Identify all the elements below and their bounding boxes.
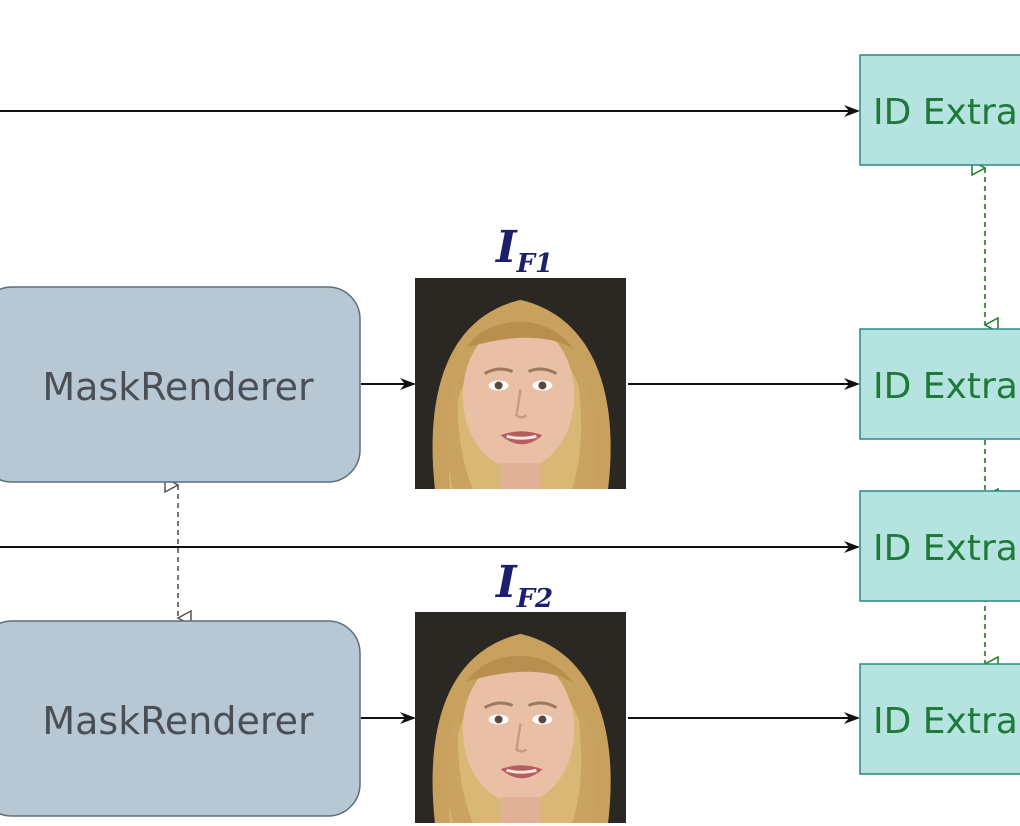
id-extractor-2: ID Extra — [859, 328, 1020, 440]
face-2-symbol: I — [494, 557, 518, 608]
id-extractor-1-label: ID Extra — [873, 92, 1018, 133]
face-1-image — [414, 278, 627, 489]
face-1-subscript: F1 — [516, 249, 554, 279]
id-extractor-2-label: ID Extra — [873, 366, 1018, 407]
id-extractor-3-label: ID Extra — [873, 528, 1018, 569]
face-1: IF1 — [414, 222, 627, 489]
face-2-subscript: F2 — [516, 584, 554, 614]
face-1-symbol: I — [494, 222, 518, 273]
mask-renderer-1-label: MaskRenderer — [42, 365, 314, 409]
id-extractor-3: ID Extra — [859, 490, 1020, 602]
id-extractor-4: ID Extra — [859, 663, 1020, 775]
face-2-label: IF2 — [494, 557, 553, 614]
face-2: IF2 — [414, 557, 627, 823]
mask-renderer-2: MaskRenderer — [0, 620, 361, 817]
face-1-label: IF1 — [494, 222, 553, 279]
id-extractor-1: ID Extra — [859, 54, 1020, 166]
id-extractor-4-label: ID Extra — [873, 701, 1018, 742]
mask-renderer-2-label: MaskRenderer — [42, 699, 314, 743]
face-2-image — [414, 612, 627, 823]
mask-renderer-1: MaskRenderer — [0, 286, 361, 483]
